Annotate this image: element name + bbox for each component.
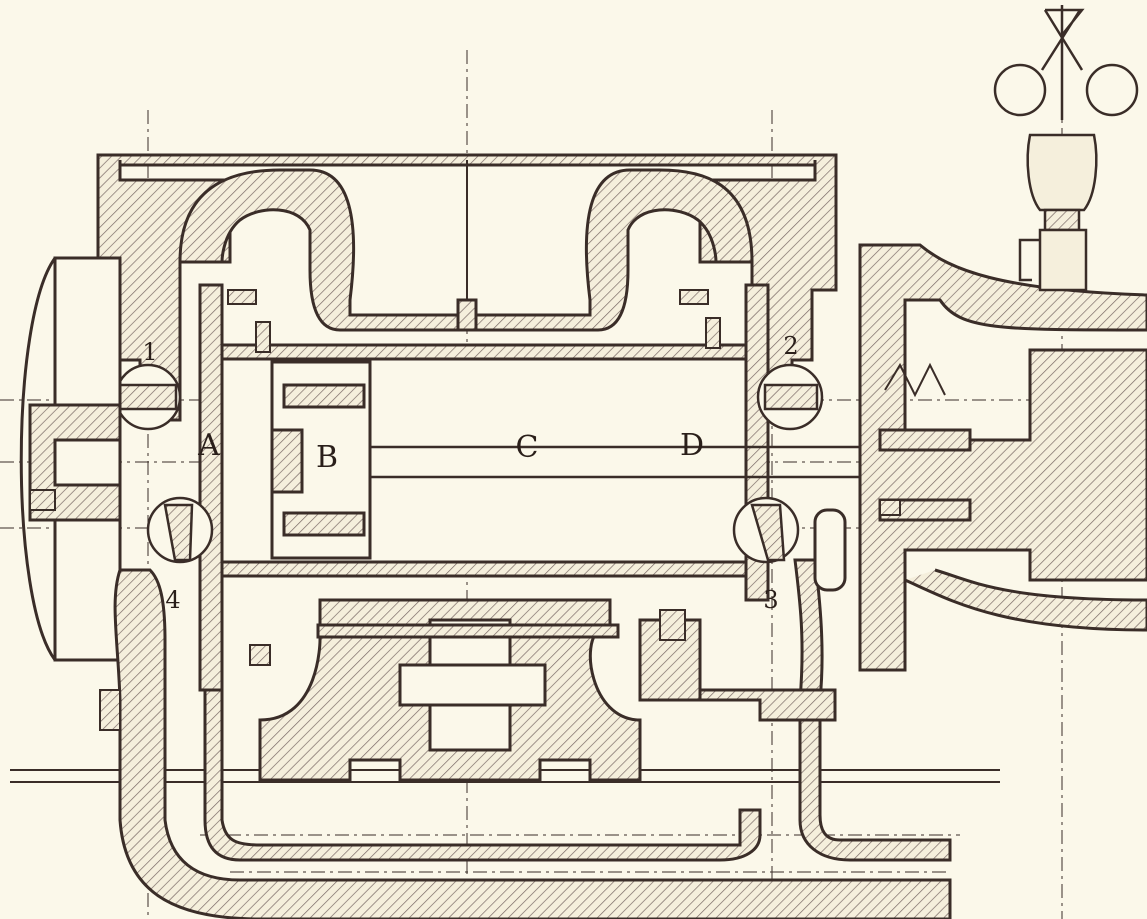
label-port-2: 2: [783, 332, 799, 360]
piston-ring-upper: [282, 383, 366, 409]
exhaust-duct-inner: [203, 688, 762, 862]
label-a: A: [198, 428, 220, 463]
label-b: B: [315, 440, 339, 475]
governor-oil-pipe: [1018, 238, 1040, 282]
governor-ball-right: [1085, 63, 1139, 117]
front-dome: [19, 257, 57, 661]
label-port-4: 4: [165, 586, 181, 614]
label-c: C: [515, 430, 539, 465]
gland: [878, 428, 972, 452]
exhaust-duct-right: [793, 558, 952, 862]
piston-hub: [270, 428, 304, 494]
valves: [114, 363, 824, 564]
rear-casting: [858, 243, 1147, 672]
front-cover: [198, 283, 224, 692]
piston: [270, 360, 1147, 560]
rear-port-slot: [813, 508, 847, 592]
front-head: [19, 256, 122, 662]
governor-base: [1038, 228, 1088, 292]
steam-loop-left: [178, 168, 462, 332]
barrel-wall-bottom: [216, 560, 755, 578]
governor-arms: [1040, 8, 1085, 71]
support-plate: [316, 623, 620, 639]
bolts: [29, 289, 901, 731]
governor-cup: [1026, 133, 1098, 212]
lower-support: [258, 598, 642, 782]
governor: [993, 5, 1139, 292]
rear-lower-curve: [904, 568, 1147, 632]
steam-loop-right: [473, 168, 754, 332]
indicator-spring: [884, 362, 946, 398]
center-column-cap: [398, 663, 547, 707]
governor-neck: [1043, 208, 1081, 232]
label-port-1: 1: [142, 338, 158, 366]
label-port-3: 3: [763, 586, 779, 614]
piston-ring-lower: [282, 511, 366, 537]
governor-ball-left: [993, 63, 1047, 117]
rear-frame: [813, 243, 1147, 672]
barrel-wall-top: [216, 343, 755, 361]
label-d: D: [679, 428, 705, 463]
front-boss-bore: [53, 438, 122, 487]
center-stud: [456, 298, 478, 332]
